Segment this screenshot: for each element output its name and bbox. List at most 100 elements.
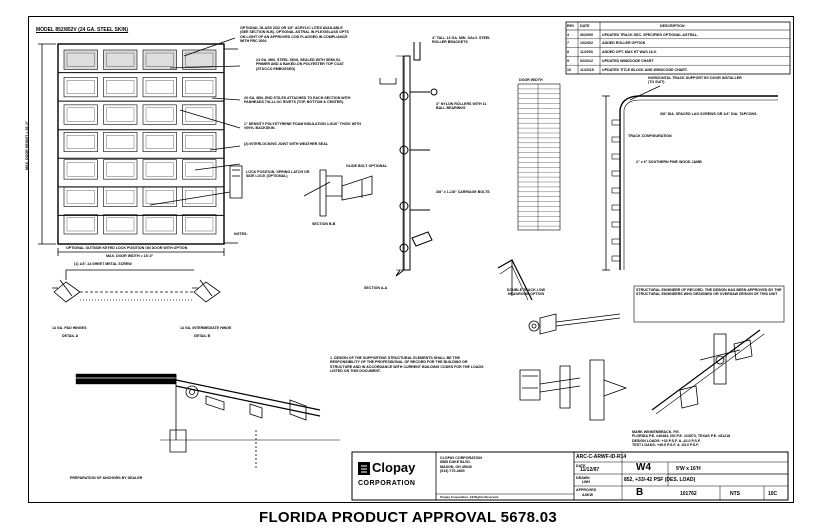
revision-date: 06/2000 (580, 32, 593, 37)
copyright: Clopay Corporation. All Rights Reserved. (440, 495, 499, 499)
raised-panel (63, 77, 98, 98)
drawing-sheet-border (28, 16, 794, 503)
panel-inner-border (106, 80, 135, 95)
florida-approval-footer: FLORIDA PRODUCT APPROVAL 5678.03 (259, 509, 557, 526)
raised-panel (182, 104, 217, 125)
notes-title: NOTES: (234, 232, 248, 236)
raised-panel (142, 77, 177, 98)
panel-inner-border (106, 162, 135, 177)
panel-inner-border (185, 52, 214, 67)
panel-inner-border (145, 52, 174, 67)
detail-a-label: DETAIL A (62, 334, 79, 338)
track-bracket (611, 238, 621, 245)
panel-inner-border (106, 52, 135, 67)
page-value: 10C (768, 491, 778, 497)
window-lite (182, 49, 217, 70)
company-logo-text: Clopay (372, 460, 416, 475)
revision-desc: ADDED ROLLER OPTION (602, 41, 646, 46)
revision-desc: ADDED OPT. MAX HT WAS 16-0. (602, 50, 657, 55)
revision-rev: 9 (567, 58, 569, 63)
track-bracket (611, 153, 621, 160)
raised-panel (103, 214, 138, 235)
clopay-logo-icon (358, 462, 370, 475)
raised-panel (63, 131, 98, 153)
raised-panel (182, 159, 217, 180)
panel-inner-border (106, 135, 135, 149)
raised-panel (142, 159, 177, 180)
panel-inner-border (66, 189, 95, 204)
window-lite (63, 49, 98, 70)
panel-inner-border (145, 80, 174, 95)
model-heading: MODEL 852/852V (24 GA. STEEL SKIN) (36, 27, 129, 33)
revision-desc: UPDATED TITLE BLOCK AND WINDCODE CHART. (602, 67, 688, 72)
rev-col-header: REV (567, 24, 575, 28)
revision-date: 11/2003 (580, 50, 593, 55)
raised-panel (103, 186, 138, 207)
scale-value: NTS (730, 491, 740, 497)
sheet-number: 101762 (680, 491, 697, 497)
revision-date: 10/2002 (580, 41, 593, 46)
raised-panel (63, 186, 98, 207)
detail-b-label: DETAIL B (194, 334, 211, 338)
raised-panel (63, 214, 98, 235)
revision-desc: UPDATED TRACK SEC. SPECIFIED OPTIONAL AS… (602, 32, 698, 37)
panel-inner-border (66, 217, 95, 232)
company-subtitle: CORPORATION (358, 480, 416, 487)
track-bracket (611, 170, 621, 177)
panel-inner-border (185, 217, 214, 232)
window-lite (142, 49, 177, 70)
track-bracket (611, 136, 621, 143)
raised-panel (182, 131, 217, 153)
revision-rev: 10 (567, 67, 571, 72)
model-load: 852, +33/-42 PSF (DES. LOAD) (624, 477, 696, 483)
date-label: DATE (576, 464, 586, 468)
glide-note: GLIDE BOLT OPTIONAL (346, 164, 388, 168)
panel-inner-border (185, 107, 214, 122)
revision-rev: 8 (567, 50, 569, 55)
drawn-value: LWH (582, 480, 590, 484)
lock-note: LOCK POSITION. SPRING LATCH OR SIDE LOCK… (246, 170, 310, 179)
track-config-label: TRACK CONFIGURATION (628, 134, 672, 138)
company-address: CLOPAY CORPORATION 8585 DUKE BLVD. MASON… (440, 456, 482, 473)
roller-bracket-note: 4" TALL 14 GA. MIN. GALV. STEEL ROLLER B… (432, 36, 491, 45)
date-col-header: DATE (580, 24, 590, 28)
date-value: 11/12/97 (580, 467, 600, 473)
anchor-prep-note: PREPARATION OF ANCHORS BY DEALER (70, 476, 143, 480)
revision-desc: UPDATED WINDCODE CHART (602, 58, 654, 63)
height-dimension: MAX. DOOR HEIGHT = 16'-0" (25, 120, 29, 170)
panel-inner-border (145, 107, 174, 122)
raised-panel (182, 77, 217, 98)
raised-panel (103, 159, 138, 180)
revision-date: 11/20/15 (580, 67, 594, 72)
raised-panel (142, 214, 177, 235)
raised-panel (63, 104, 98, 125)
door-size: 9'W x 16'H (676, 466, 701, 472)
drawing-number: ARC-C-ARWF-ID-R14 (576, 454, 627, 460)
approved-label: APPROVED (576, 488, 597, 492)
panel-inner-border (185, 162, 214, 177)
interlock-note: (2) INTERLOCKING JOINT WITH WEATHER SEAL (244, 142, 328, 146)
roller-note: 3" NYLON ROLLERS WITH 11 BALL BEARINGS (436, 102, 487, 111)
panel-inner-border (66, 162, 95, 177)
jamb-note: 3/8" DIA. SPACED LAG SCREWS OR 1/4" DIA.… (660, 112, 757, 116)
raised-panel (103, 77, 138, 98)
raised-panel (182, 186, 217, 207)
panel-inner-border (185, 135, 214, 149)
panel-inner-border (66, 107, 95, 122)
approval-note: STRUCTURAL ENGINEER OF RECORD. THE DESIG… (636, 288, 782, 297)
skin-note: 24 GA. MIN. STEEL SKIN, SEALED WITH SEMI… (256, 58, 344, 71)
panel-inner-border (106, 189, 135, 204)
window-lite (103, 49, 138, 70)
glass-note: OPTIONAL GLASS 3/32 OR 1/8" ACRYLIC LITE… (240, 26, 349, 43)
rev-letter: B (636, 487, 644, 498)
track-bracket (611, 187, 621, 194)
windload-table-title: DOOR WIDTH (519, 78, 543, 82)
panel-inner-border (185, 189, 214, 204)
revision-rev: 3 (567, 32, 569, 37)
double-track-label: DOUBLE TRACK LOW HEADROOM OPTION (506, 288, 546, 297)
raised-panel (103, 104, 138, 125)
width-dimension: MAX. DOOR WIDTH = 18'-0" (106, 254, 154, 258)
panel-inner-border (106, 217, 135, 232)
panel-inner-border (145, 217, 174, 232)
revision-rev: 7 (567, 41, 569, 46)
